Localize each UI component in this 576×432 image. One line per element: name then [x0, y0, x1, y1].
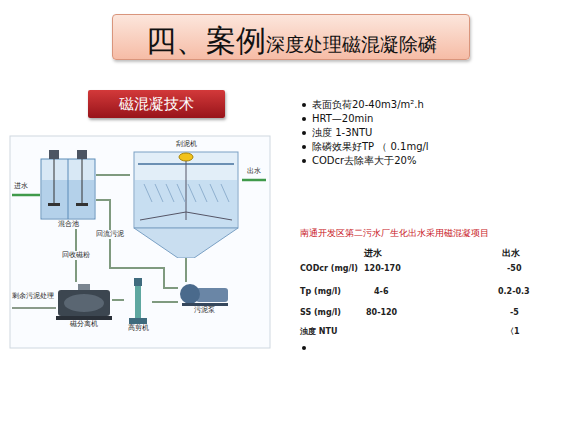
settler-outline: [130, 140, 242, 258]
bullet-text: 浊度 1-3NTU: [312, 126, 372, 139]
shear-drawing: [129, 278, 147, 324]
table-cell: -5: [510, 307, 519, 318]
settling-tank: 刮泥机: [130, 140, 242, 258]
equipment-outline: [124, 278, 152, 324]
equipment-label: 刮泥机: [130, 140, 242, 149]
pipe-connector: [152, 301, 178, 303]
equipment-outline: [56, 282, 112, 320]
bullet-text: 表面负荷20-40m3/m².h: [312, 98, 424, 111]
table-cell: 〈1: [506, 326, 520, 337]
sep-drawing: [56, 284, 112, 320]
flow-label: 剩余污泥处理: [12, 292, 54, 301]
equipment-label: 混合池: [40, 220, 96, 229]
table-cell: 浊度 NTU: [300, 326, 337, 337]
table-cell: Tp (mg/l): [300, 286, 341, 297]
table-header: 出水: [502, 248, 520, 259]
outlet-pipe: [242, 179, 266, 182]
table-cell: 120-170: [364, 263, 401, 274]
bullet-text: CODcr去除率大于20%: [312, 154, 416, 167]
shear-mixer: 高剪机: [124, 278, 152, 333]
bullet-text: HRT—20min: [312, 112, 373, 125]
sludge-pump: 污泥泵: [178, 282, 230, 315]
table-cell: CODcr (mg/l): [300, 263, 358, 274]
diagram-frame: [10, 136, 270, 348]
table-cell: SS (mg/l): [300, 307, 341, 318]
mixing-tank: 混合池: [40, 150, 96, 229]
bullet-dot: [302, 159, 306, 163]
equipment-label: 高剪机: [124, 324, 152, 333]
bullet-dot: [302, 103, 306, 107]
pump-drawing: [180, 284, 228, 306]
table-cell: 80-120: [366, 307, 397, 318]
flow-label: 出水: [247, 167, 261, 176]
title-text: 深度处理磁混凝除磷: [266, 32, 437, 58]
pipe-label: 回流污泥: [95, 230, 125, 239]
waste-sludge-pipe: [12, 307, 56, 309]
pipe-connector: [185, 258, 187, 282]
table-cell: 0.2-0.3: [498, 286, 530, 297]
title-text: 四、案例: [146, 21, 266, 62]
bullet-text: 除磷效果好TP （ 0.1mg/l: [312, 140, 429, 153]
mix-drawing: [41, 150, 95, 219]
magnetic-separator: 磁分离机: [56, 282, 112, 329]
equipment-outline: [178, 282, 230, 306]
pipe-label: 回收磁粉: [61, 251, 91, 260]
bullet-dot: [302, 346, 306, 350]
table-cell: 4-6: [374, 286, 388, 297]
table-header: 进水: [364, 248, 382, 259]
table-cell: -50: [507, 263, 521, 274]
project-note: 南通开发区第二污水厂生化出水采用磁混凝项目: [300, 228, 489, 239]
equipment-outline: [40, 150, 96, 220]
bullet-dot: [302, 117, 306, 121]
flow-label: 进水: [14, 182, 28, 191]
button-text: 磁混凝技术: [119, 95, 194, 114]
pipe-connector: [112, 299, 124, 301]
bullet-dot: [302, 145, 306, 149]
settler-drawing: [134, 152, 238, 258]
inlet-pipe: [12, 194, 40, 197]
bullet-dot: [302, 131, 306, 135]
title-band: 四、案例深度处理磁混凝除磷: [112, 14, 470, 60]
pipe-connector: [96, 174, 130, 176]
equipment-label: 污泥泵: [178, 306, 230, 315]
section-button: 磁混凝技术: [88, 90, 225, 118]
equipment-label: 磁分离机: [56, 320, 112, 329]
